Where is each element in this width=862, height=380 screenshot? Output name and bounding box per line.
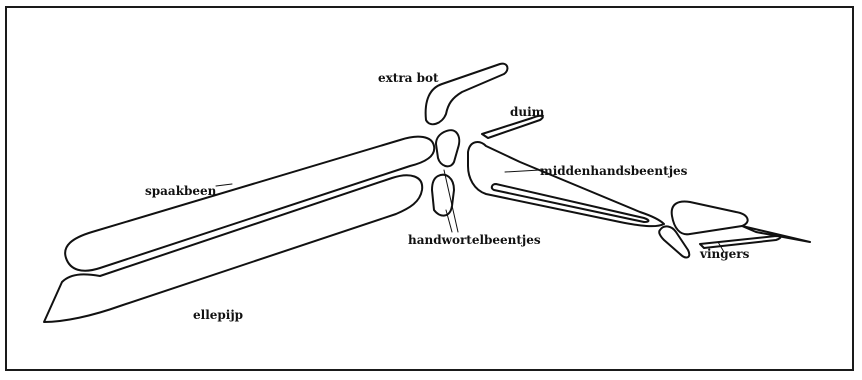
- carpal-upper: [436, 130, 459, 166]
- label-duim: duim: [510, 106, 544, 118]
- radius-bone: [65, 137, 434, 271]
- carpal-lower: [432, 175, 454, 216]
- label-vingers: vingers: [700, 248, 749, 260]
- label-extra-bot: extra bot: [378, 72, 439, 84]
- metacarpal-thin: [492, 184, 649, 222]
- label-middenhandsbeentjes: middenhandsbeentjes: [540, 165, 687, 177]
- label-handwortelbeentjes: handwortelbeentjes: [408, 234, 541, 246]
- label-ellepijp: ellepijp: [193, 309, 243, 321]
- finger-bone-small: [659, 226, 689, 257]
- label-spaakbeen: spaakbeen: [145, 185, 216, 197]
- leader-middenhand: [505, 170, 540, 172]
- finger-bone-main: [672, 202, 748, 235]
- leader-spaakbeen: [216, 184, 232, 186]
- ulna-bone: [44, 175, 422, 322]
- thumb-bone: [482, 116, 543, 138]
